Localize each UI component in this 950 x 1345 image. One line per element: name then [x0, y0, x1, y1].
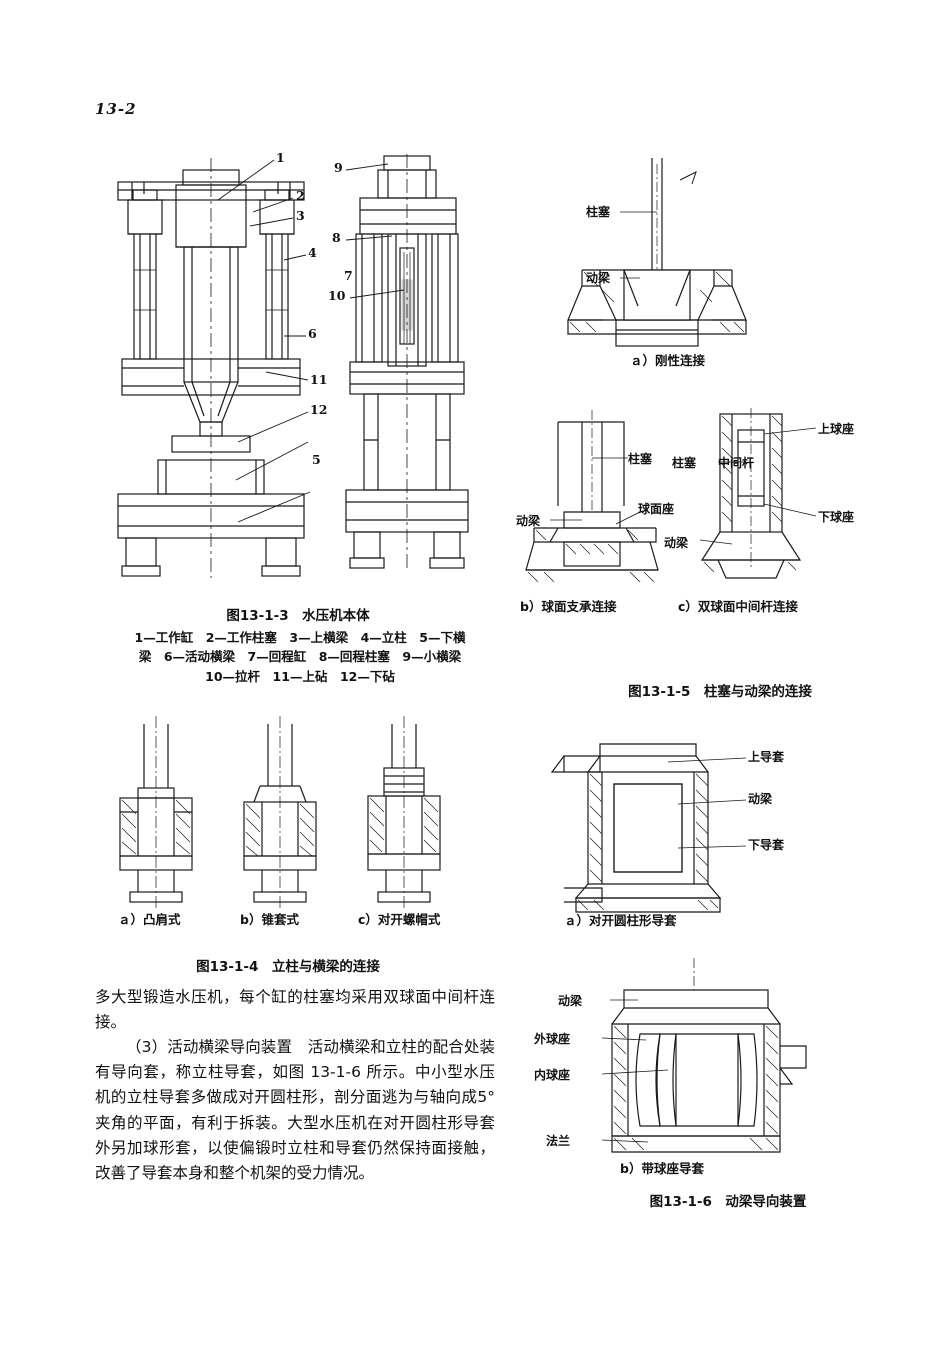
figure-13-1-4-caption: 图13-1-4 立柱与横梁的连接: [196, 959, 380, 975]
fig-13-1-5-a-label-piston: 柱塞: [586, 205, 611, 219]
callout-4: 4: [308, 245, 317, 260]
figure-13-1-3: 1 2 3 4 6 11 12 5 9 8 7 10: [88, 140, 518, 610]
callout-3: 3: [296, 208, 305, 223]
callout-6: 6: [308, 326, 317, 341]
fig-13-1-6-b-label-beam: 动梁: [558, 994, 583, 1008]
callout-8: 8: [332, 230, 341, 245]
figure-13-1-5-bc: 柱塞 动梁 球面座 柱塞 中间杆 动梁 上球座 下球座 b）球面支承连接 c）双…: [516, 400, 930, 630]
fig-13-1-5-c-label-upper-seat: 上球座: [818, 422, 855, 436]
fig-13-1-6-a-label-beam: 动梁: [748, 792, 773, 806]
fig-13-1-5-b-label-piston: 柱塞: [628, 452, 653, 466]
fig-13-1-6-a-label-lower-guide: 下导套: [748, 838, 785, 852]
figure-13-1-5-caption: 图13-1-5 柱塞与动梁的连接: [628, 684, 812, 700]
body-paragraph-2: （3）活动横梁导向装置 活动横梁和立柱的配合处装有导向套，称立柱导套，如图 13…: [95, 1038, 495, 1182]
fig-13-1-6-subcaption-a: ａ）对开圆柱形导套: [564, 913, 677, 928]
body-paragraph-1: 多大型锻造水压机，每个缸的柱塞均采用双球面中间杆连接。: [95, 988, 495, 1032]
fig-13-1-5-b-label-sphere-seat: 球面座: [638, 502, 675, 516]
callout-2: 2: [296, 188, 305, 203]
fig-13-1-6-a-label-upper-guide: 上导套: [748, 750, 785, 764]
figure-13-1-4: ａ）凸肩式 b）锥套式 c）对开螺帽式: [100, 716, 500, 936]
callout-7: 7: [344, 268, 353, 283]
figure-13-1-5-a: 柱塞 动梁 ａ）刚性连接: [520, 150, 920, 368]
callout-1: 1: [276, 150, 285, 165]
fig-13-1-5-c-label-piston: 柱塞: [672, 456, 697, 470]
fig-13-1-4-subcaption-a: ａ）凸肩式: [118, 912, 181, 927]
callout-12: 12: [310, 402, 328, 417]
page-number: 13-2: [95, 100, 137, 118]
callout-11: 11: [310, 372, 328, 387]
callout-5: 5: [312, 452, 321, 467]
legend-line-2: 梁 6—活动横梁 7—回程缸 8—回程柱塞 9—小横梁: [138, 649, 462, 665]
fig-13-1-5-subcaption-a: ａ）刚性连接: [630, 353, 706, 368]
fig-13-1-5-subcaption-c: c）双球面中间杆连接: [678, 599, 798, 614]
fig-13-1-5-c-label-rod: 中间杆: [718, 456, 755, 470]
fig-13-1-6-subcaption-b: b）带球座导套: [620, 1161, 704, 1176]
legend-line-3: 10—拉杆 11—上砧 12—下砧: [205, 668, 395, 684]
legend-line-1: 1—工作缸 2—工作柱塞 3—上横梁 4—立柱 5—下横: [134, 630, 466, 645]
figure-13-1-6-a: 上导套 动梁 下导套 ａ）对开圆柱形导套: [528, 728, 928, 928]
fig-13-1-5-subcaption-b: b）球面支承连接: [520, 599, 617, 614]
callout-9: 9: [334, 160, 343, 175]
figure-13-1-6-caption: 图13-1-6 动梁导向装置: [649, 1194, 807, 1210]
fig-13-1-4-subcaption-c: c）对开螺帽式: [358, 912, 441, 927]
figure-13-1-6-b: 动梁 外球座 内球座 法兰 b）带球座导套: [528, 950, 928, 1180]
fig-13-1-6-b-label-flange: 法兰: [546, 1134, 571, 1148]
fig-13-1-6-b-label-inner-seat: 内球座: [534, 1068, 571, 1082]
figure-13-1-3-caption: 图13-1-3 水压机本体: [226, 608, 370, 624]
fig-13-1-4-subcaption-b: b）锥套式: [240, 912, 299, 927]
body-text: 多大型锻造水压机，每个缸的柱塞均采用双球面中间杆连接。 （3）活动横梁导向装置 …: [95, 985, 495, 1186]
figure-13-1-3-legend: 1—工作缸 2—工作柱塞 3—上横梁 4—立柱 5—下横 梁 6—活动横梁 7—…: [80, 628, 520, 686]
fig-13-1-5-c-label-lower-seat: 下球座: [818, 510, 855, 524]
fig-13-1-5-a-label-beam: 动梁: [586, 271, 611, 285]
fig-13-1-6-b-label-outer-seat: 外球座: [534, 1032, 571, 1046]
fig-13-1-5-b-label-beam: 动梁: [516, 514, 541, 528]
fig-13-1-5-c-label-beam: 动梁: [664, 536, 689, 550]
callout-10: 10: [328, 288, 346, 303]
